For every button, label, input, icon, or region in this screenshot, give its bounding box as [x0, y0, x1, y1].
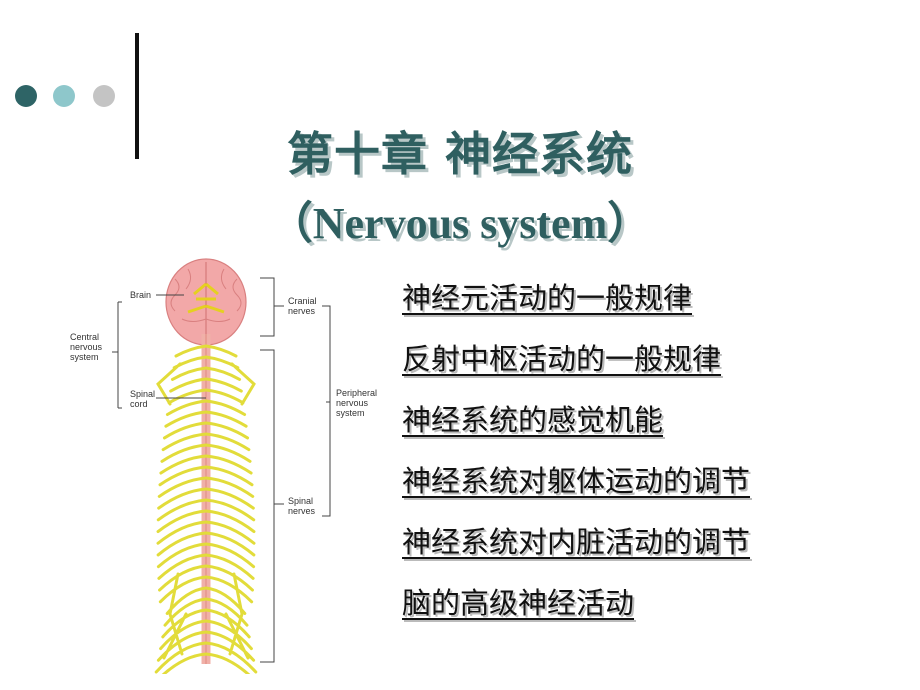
- cns-label-2: nervous: [70, 342, 103, 352]
- topic-link-neuron[interactable]: 神经元活动的一般规律: [402, 281, 693, 315]
- spinal-nerves-shape: [154, 344, 258, 674]
- brain-illustration: [165, 258, 247, 346]
- dark-teal-dot: [15, 85, 37, 107]
- vertical-divider: [135, 33, 139, 159]
- spinal-cord-label-1: Spinal: [130, 389, 155, 399]
- pns-label-1: Peripheral: [336, 388, 377, 398]
- topic-link-list: 神经元活动的一般规律 反射中枢活动的一般规律 神经系统的感觉机能 神经系统对躯体…: [402, 276, 750, 642]
- chapter-subtitle: （Nervous system）: [268, 199, 652, 248]
- topic-link-sensory[interactable]: 神经系统的感觉机能: [402, 403, 664, 437]
- topic-link-reflex-center[interactable]: 反射中枢活动的一般规律: [402, 342, 722, 376]
- chapter-title: 第十章 神经系统: [286, 127, 633, 181]
- cns-label-1: Central: [70, 332, 99, 342]
- spinal-nerves-label-2: nerves: [288, 506, 316, 516]
- topic-link-somatic-motor[interactable]: 神经系统对躯体运动的调节: [402, 464, 751, 498]
- light-teal-dot: [53, 85, 75, 107]
- cranial-nerves-label-1: Cranial: [288, 296, 317, 306]
- spinal-cord-label-2: cord: [130, 399, 148, 409]
- nervous-system-diagram: Brain Central nervous system Spinal cord…: [70, 258, 377, 674]
- cns-label-3: system: [70, 352, 99, 362]
- gray-dot: [93, 85, 115, 107]
- topic-link-visceral[interactable]: 神经系统对内脏活动的调节: [402, 525, 751, 559]
- brain-label: Brain: [130, 290, 151, 300]
- pns-label-2: nervous: [336, 398, 369, 408]
- pns-label-3: system: [336, 408, 365, 418]
- spinal-nerves-label-1: Spinal: [288, 496, 313, 506]
- topic-link-higher-function[interactable]: 脑的高级神经活动: [402, 586, 635, 620]
- cranial-nerves-label-2: nerves: [288, 306, 316, 316]
